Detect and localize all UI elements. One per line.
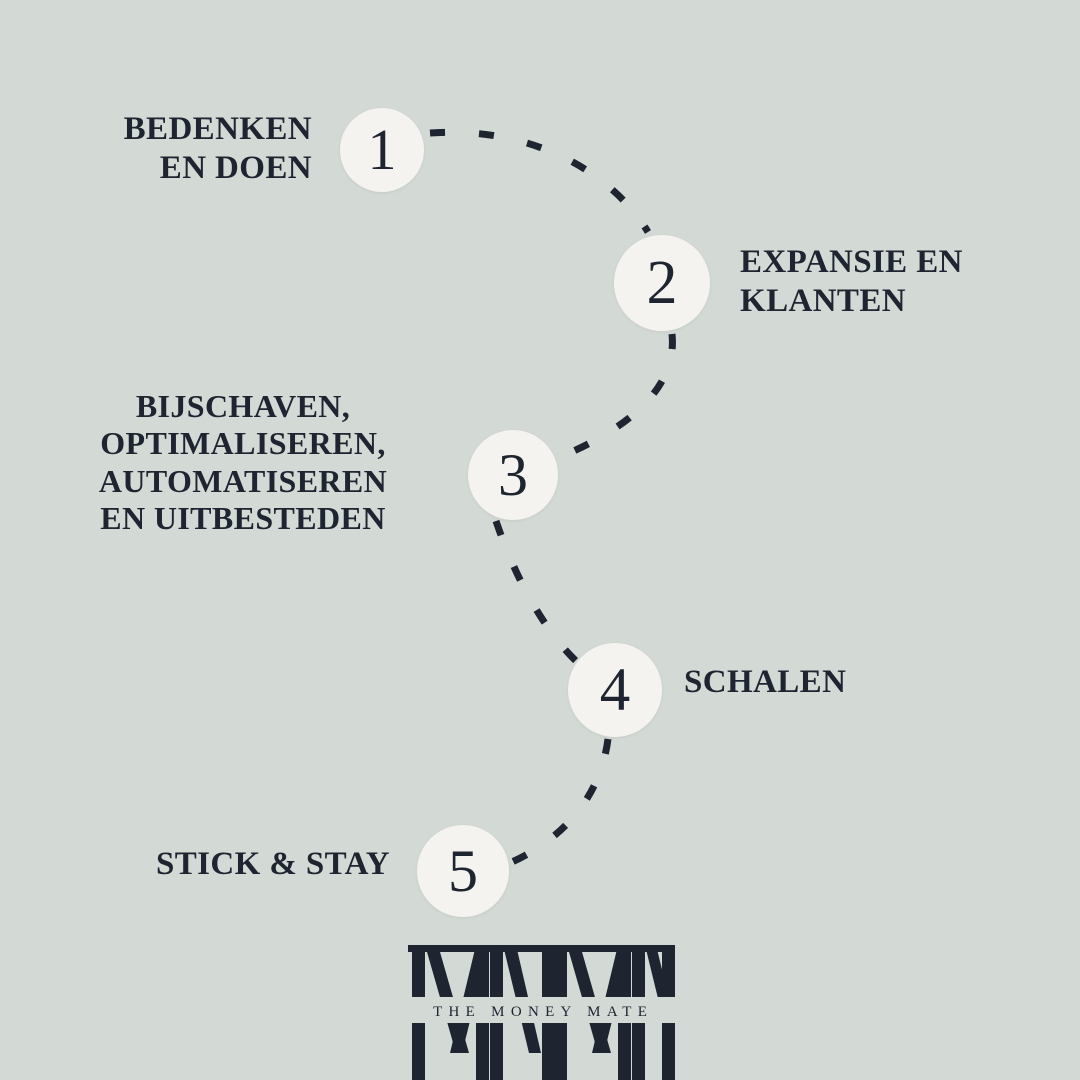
logo-wordmark: THE MONEY MATE bbox=[433, 1004, 654, 1020]
step-label-5: STICK & STAY bbox=[156, 846, 390, 882]
step-node-2[interactable]: 2 bbox=[614, 235, 710, 331]
step-number-4: 4 bbox=[599, 656, 631, 724]
logo-inner: THE MONEY MATE bbox=[390, 945, 690, 1080]
brand-logo: THE MONEY MATE bbox=[0, 945, 1080, 1080]
step-label-4: SCHALEN bbox=[684, 664, 847, 700]
step-label-3: BIJSCHAVEN, OPTIMALISEREN, AUTOMATISEREN… bbox=[98, 388, 388, 537]
step-number-5: 5 bbox=[448, 838, 478, 904]
step-node-3[interactable]: 3 bbox=[468, 430, 558, 520]
step-label-1: BEDENKEN EN DOEN bbox=[123, 111, 312, 186]
step-number-2: 2 bbox=[646, 249, 678, 317]
step-node-1[interactable]: 1 bbox=[340, 108, 424, 192]
step-node-5[interactable]: 5 bbox=[417, 825, 509, 917]
step-number-1: 1 bbox=[367, 117, 397, 182]
step-label-2: EXPANSIE EN KLANTEN bbox=[740, 244, 963, 319]
step-node-4[interactable]: 4 bbox=[568, 643, 662, 737]
logo-wordmark-backdrop bbox=[398, 997, 682, 1023]
step-number-3: 3 bbox=[498, 442, 528, 508]
